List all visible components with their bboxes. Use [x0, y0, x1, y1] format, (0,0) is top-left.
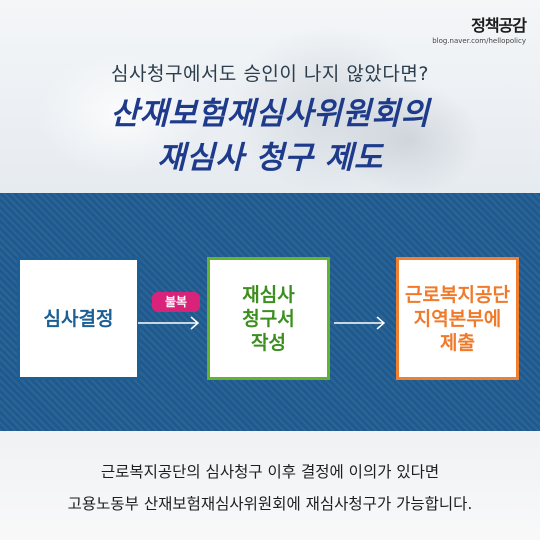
logo-url: blog.naver.com/hellopolicy [432, 37, 526, 45]
step-box-submit: 근로복지공단 지역본부에 제출 [396, 257, 519, 380]
headline-line-1: 산재보험재심사위원회의 [110, 96, 430, 132]
description: 근로복지공단의 심사청구 이후 결정에 이의가 있다면 고용노동부 산재보험재심… [0, 456, 540, 520]
arrow-right-icon [138, 316, 200, 330]
step-label-write-claim: 재심사 청구서 작성 [242, 283, 294, 355]
description-line-2: 고용노동부 산재보험재심사위원회에 재심사청구가 가능합니다. [67, 495, 473, 513]
step-label-line: 근로복지공단 [405, 283, 510, 306]
step-label-line: 작성 [251, 331, 286, 354]
step-label-decision: 심사결정 [43, 307, 114, 330]
step-label-line: 청구서 [242, 307, 295, 330]
step-label-line: 재심사 [242, 283, 295, 306]
headline: 산재보험재심사위원회의 재심사 청구 제도 [0, 92, 540, 180]
step-label-submit: 근로복지공단 지역본부에 제출 [405, 283, 510, 355]
sub-question: 심사청구에서도 승인이 나지 않았다면? [111, 63, 429, 85]
step-box-decision: 심사결정 [17, 257, 140, 380]
step-box-write-claim: 재심사 청구서 작성 [207, 257, 330, 380]
headline-line-2: 재심사 청구 제도 [157, 140, 383, 176]
description-line-1: 근로복지공단의 심사청구 이후 결정에 이의가 있다면 [100, 463, 440, 481]
objection-badge: 불복 [152, 292, 200, 312]
logo: 정책공감 blog.naver.com/hellopolicy [432, 12, 527, 45]
arrow-right-icon [334, 316, 386, 330]
step-label-line: 제출 [440, 331, 475, 354]
logo-mark: 정책공감 [471, 16, 527, 35]
step-label-line: 지역본부에 [413, 307, 502, 330]
